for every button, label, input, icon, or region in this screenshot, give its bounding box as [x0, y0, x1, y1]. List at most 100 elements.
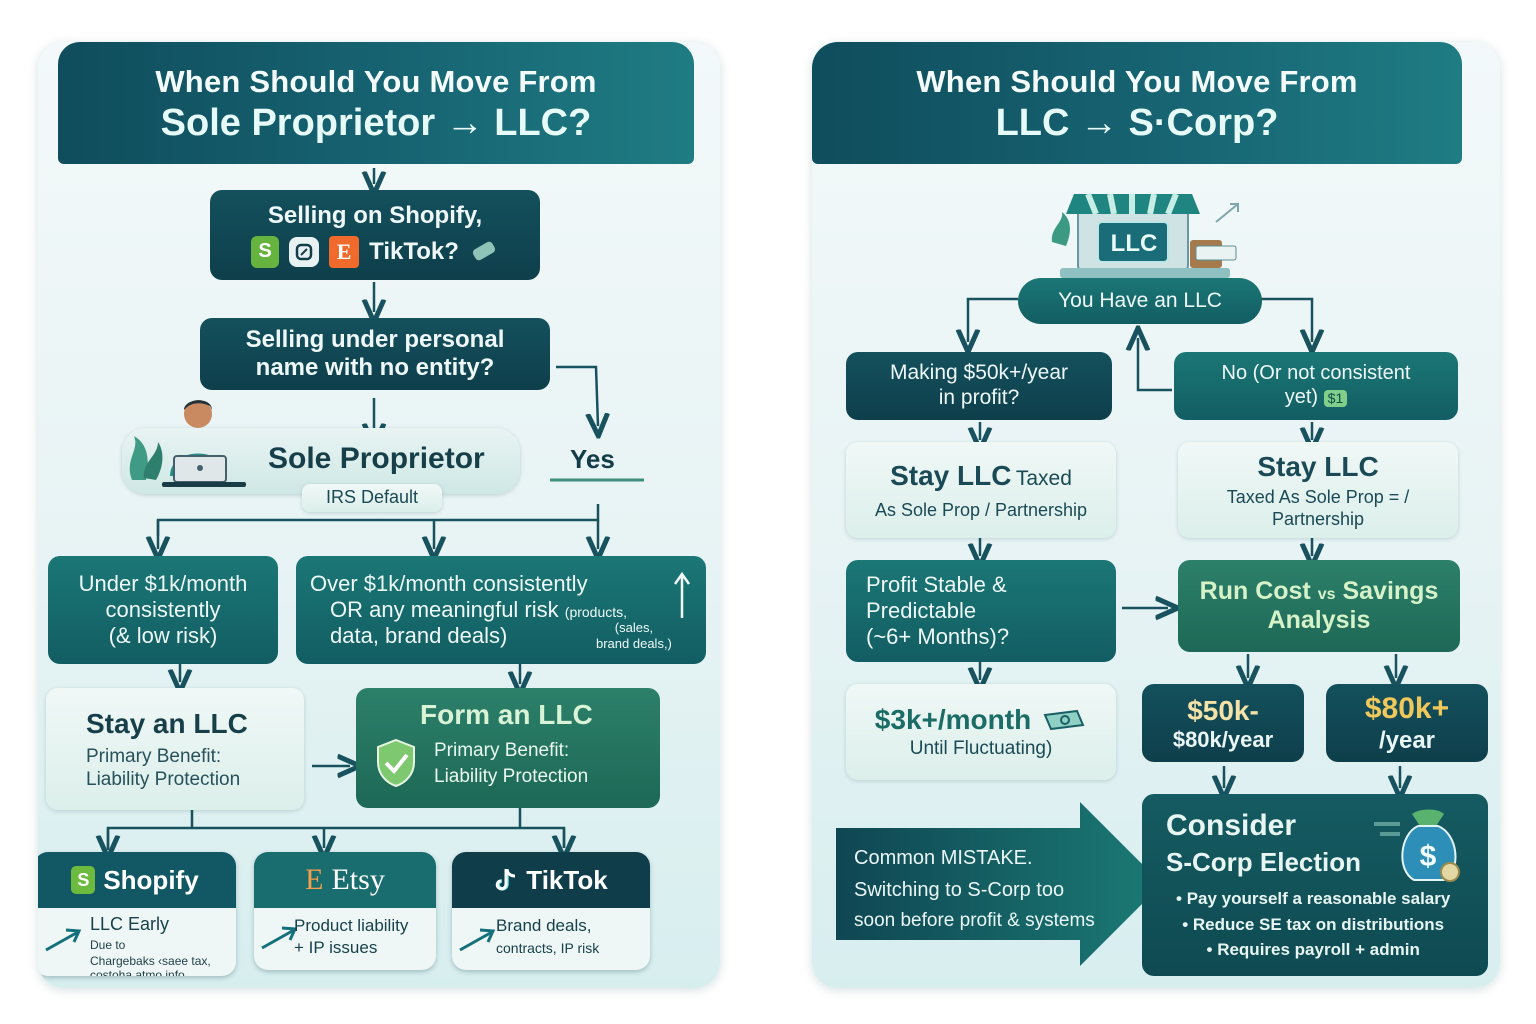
fifty-line1: $50k- [1187, 694, 1259, 726]
bullet-3: • Requires payroll + admin [1206, 940, 1420, 960]
run-line1: Run Cost [1199, 576, 1311, 605]
tiktok-line2: contracts, IP risk [496, 940, 600, 956]
stay-a-title-small: Taxed [1015, 466, 1072, 490]
shopify-line3: Chargebaks ‹saee tax, [90, 954, 211, 968]
q2-line2: name with no entity? [255, 354, 495, 381]
money-bag-icon: $ [1374, 809, 1460, 882]
stay-an-llc-node: Stay an LLC Primary Benefit: Liability P… [46, 688, 304, 810]
q1-line2: TikTok? [369, 238, 459, 265]
mistake-line2: Switching to S-Corp too [854, 879, 1065, 901]
form-llc-title: Form an LLC [420, 699, 593, 730]
under-line2: consistently [105, 597, 221, 623]
svg-text:$: $ [1420, 840, 1437, 873]
profit-stable-node: Profit Stable & Predictable (~6+ Months)… [846, 560, 1116, 662]
mistake-line3: soon before profit & systems [854, 910, 1095, 931]
three-line2: Until Fluctuating) [909, 738, 1053, 760]
shopify-line2: Due to [90, 938, 126, 952]
consider-line2: S-Corp Election [1166, 847, 1362, 878]
no-line1: No (Or not consistent [1221, 362, 1411, 385]
making-line1: Making $50k+/year [889, 361, 1069, 385]
stay-a-title: Stay LLC [890, 459, 1012, 491]
shopify-card: S Shopify LLC Early Due to Chargebaks ‹s… [38, 852, 236, 976]
50k-80k-node: $50k- $80k/year [1142, 684, 1304, 762]
marketplace-bag-icon [289, 237, 320, 268]
stay-llc-title: Stay an LLC [86, 708, 248, 740]
tiktok-logo-icon [496, 869, 516, 891]
tiktok-card-title: TikTok [526, 864, 608, 895]
left-header: When Should You Move From Sole Proprieto… [58, 42, 694, 164]
over-line2: OR any meaningful risk [330, 597, 559, 623]
three-line1: $3k+/month [874, 704, 1032, 736]
trend-arrow-icon [459, 928, 496, 952]
person-laptop-icon [122, 390, 262, 496]
form-llc-sub1: Primary Benefit: [434, 740, 570, 761]
store-llc-label: LLC [1110, 230, 1158, 257]
irs-default-badge: IRS Default [302, 484, 442, 512]
mistake-text: Common MISTAKE. Switching to S-Corp too … [854, 842, 1095, 936]
80k-plus-node: $80k+ /year [1326, 684, 1488, 762]
over-1k-node: Over $1k/month consistently OR any meani… [296, 556, 706, 664]
stay-b-sub1: Taxed As Sole Prop = / [1226, 487, 1410, 508]
stay-llc-sub1: Primary Benefit: [86, 746, 222, 768]
etsy-card: E Etsy Product liability + IP issues [254, 852, 436, 970]
consider-bullets: • Pay yourself a reasonable salary • Red… [1166, 886, 1450, 963]
trend-arrow-icon [261, 926, 298, 950]
shopify-icon: S [251, 236, 280, 269]
stay-b-title: Stay LLC [1257, 451, 1379, 483]
cash-badge-icon: $1 [1323, 390, 1348, 407]
etsy-line2: + IP issues [294, 938, 378, 957]
shopify-line4: costoha atmo info [90, 968, 185, 976]
shopify-line1: LLC Early [90, 914, 170, 934]
right-header: When Should You Move From LLC → S·Corp? [812, 42, 1462, 164]
right-title-line2: LLC → S·Corp? [995, 102, 1279, 144]
bullet-2: • Reduce SE tax on distributions [1182, 914, 1445, 934]
right-title-line1: When Should You Move From [916, 64, 1358, 99]
no-line2: yet) [1284, 386, 1319, 408]
run-vs: vs [1317, 585, 1336, 603]
left-title-line2: Sole Proprietor → LLC? [160, 102, 592, 144]
mistake-line1: Common MISTAKE. [854, 847, 1033, 869]
etsy-icon: E [329, 236, 360, 269]
over-line1: Over $1k/month consistently [310, 571, 588, 597]
q1-line1: Selling on Shopify, [267, 201, 483, 229]
stay-llc-partnership-node: Stay LLC Taxed As Sole Prop = / Partners… [1178, 442, 1458, 538]
up-arrow-icon [673, 571, 691, 618]
q2-line1: Selling under personal [245, 325, 505, 353]
consider-scorp-node: Consider S-Corp Election • Pay yourself … [1142, 794, 1488, 976]
q2-personal-name: Selling under personal name with no enti… [200, 318, 550, 390]
tiktok-card: TikTok Brand deals, contracts, IP risk [452, 852, 650, 970]
shopify-card-title: Shopify [103, 864, 199, 895]
panel-llc-to-scorp: When Should You Move From LLC → S·Corp? [812, 42, 1500, 988]
over-small-2: (sales, [614, 620, 654, 635]
profit-line2: Predictable [866, 598, 977, 624]
you-have-llc-node: You Have an LLC [1018, 278, 1262, 324]
left-title-line1: When Should You Move From [155, 64, 597, 99]
fifty-line2: $80k/year [1172, 726, 1274, 752]
mistake-arrow-shape [836, 802, 1162, 966]
etsy-logo-icon: E [305, 863, 324, 896]
left-connector-lines [38, 168, 644, 988]
profit-line1: Profit Stable & [866, 572, 1007, 598]
making-50k-node: Making $50k+/year in profit? [846, 352, 1112, 420]
llc-storefront-icon [1051, 192, 1239, 278]
stay-b-sub2: Partnership [1271, 508, 1365, 529]
run-cost-analysis-node: Run Cost vs Savings Analysis [1178, 560, 1460, 652]
under-line3: (& low risk) [108, 622, 218, 648]
bullet-1: • Pay yourself a reasonable salary [1176, 889, 1451, 909]
form-an-llc-node: Form an LLC Primary Benefit: Liability P… [356, 688, 660, 808]
making-line2: in profit? [938, 386, 1020, 409]
etsy-card-title: Etsy [331, 863, 385, 896]
bill-icon [1043, 709, 1085, 730]
under-line1: Under $1k/month [78, 571, 248, 597]
profit-line3: (~6+ Months)? [866, 623, 1010, 649]
trend-arrow-icon [45, 928, 82, 952]
panel-sole-prop-to-llc: When Should You Move From Sole Proprieto… [38, 42, 720, 988]
q1-selling-platforms: Selling on Shopify, S E TikTok? [210, 190, 540, 280]
over-small-1: (products, [564, 604, 628, 621]
stay-llc-sub2: Liability Protection [86, 768, 241, 790]
not-consistent-node: No (Or not consistent yet) $1 [1174, 352, 1458, 420]
stay-a-sub: As Sole Prop / Partnership [874, 499, 1088, 520]
under-1k-node: Under $1k/month consistently (& low risk… [48, 556, 278, 664]
sole-prop-label: Sole Proprietor [268, 442, 485, 475]
eighty-line2: /year [1378, 726, 1436, 754]
